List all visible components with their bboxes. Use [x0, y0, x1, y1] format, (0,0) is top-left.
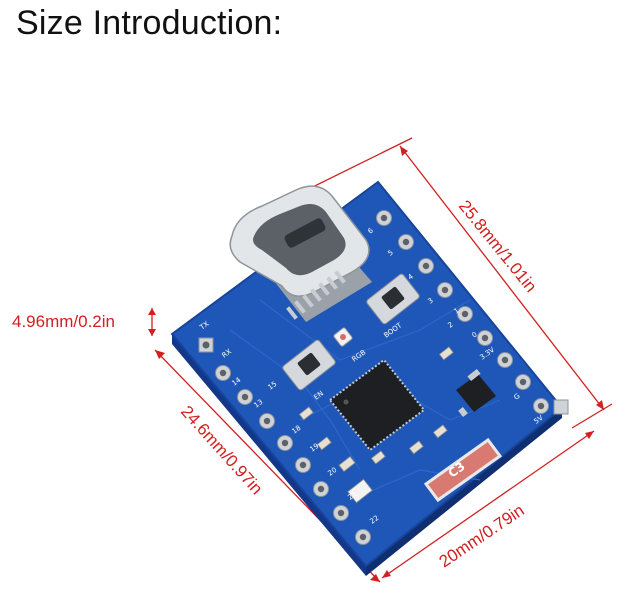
- usb-c-connector: [229, 185, 372, 322]
- en-button: [282, 339, 336, 391]
- pad-square-right: [553, 399, 569, 415]
- pin-label-5: 5: [386, 249, 394, 258]
- pin-label-6: 6: [366, 226, 375, 235]
- right-pin-pads: [376, 210, 569, 415]
- usb-pins: [286, 270, 346, 320]
- pin-label-15: 15: [266, 380, 278, 392]
- pin-label-19: 19: [308, 442, 320, 454]
- left-pin-pads: [198, 337, 371, 545]
- bottom-dimension-label: 20mm/0.79in: [436, 501, 528, 572]
- pin-label-4: 4: [406, 272, 415, 281]
- pin-label-0: 0: [470, 331, 478, 340]
- pin-label-21: 21: [346, 490, 358, 502]
- smd-components: [298, 346, 454, 504]
- length-dimension-label: 25.8mm/1.01in: [455, 197, 541, 296]
- pin-label-22: 22: [368, 514, 380, 526]
- pin-label-3: 3: [426, 297, 434, 306]
- pin-label-13: 13: [252, 398, 264, 410]
- pin-label-2: 2: [446, 321, 454, 330]
- voltage-regulator: [456, 368, 496, 417]
- g-label: G: [512, 392, 521, 402]
- boot-button: [366, 273, 420, 325]
- pin-label-1: 1: [452, 307, 460, 316]
- ceramic-antenna: C3: [423, 437, 503, 503]
- page-title: Size Introduction:: [16, 4, 283, 42]
- esp32-chip: [328, 358, 426, 452]
- pin-label-18: 18: [290, 424, 302, 436]
- dimension-arrows: [148, 146, 604, 582]
- pin-label-20: 20: [326, 466, 338, 478]
- thickness-dimension-label: 4.96mm/0.2in: [12, 312, 115, 331]
